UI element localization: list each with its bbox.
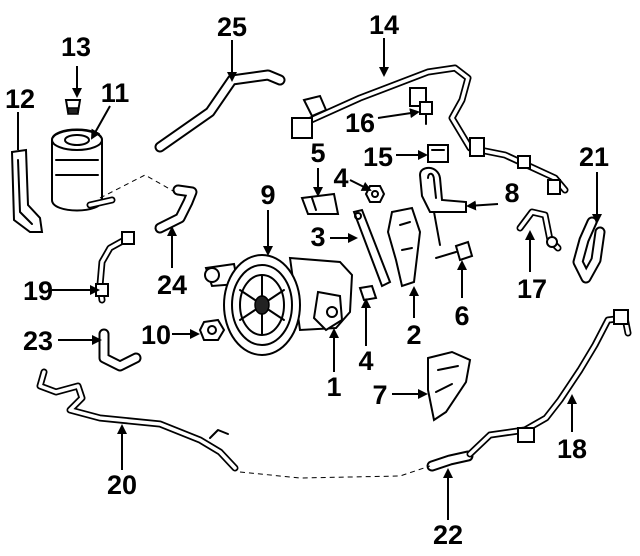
leader-lines <box>17 38 602 520</box>
reservoir-bracket-part-12 <box>10 148 44 233</box>
callout-labels: 12 13 11 25 14 16 15 5 4 9 8 3 21 17 19 … <box>5 10 609 550</box>
callout-18: 18 <box>557 434 587 464</box>
callout-15: 15 <box>363 142 393 172</box>
pressure-switch-part-16 <box>419 101 433 125</box>
callout-8: 8 <box>504 178 519 208</box>
return-hose-part-25 <box>154 69 286 153</box>
bracket-part-5 <box>300 192 340 215</box>
callout-13: 13 <box>61 32 91 62</box>
power-steering-pump-part-9 <box>204 254 354 356</box>
line-part-17 <box>516 208 562 252</box>
callout-17: 17 <box>517 274 547 304</box>
heat-shield-part-7 <box>427 350 472 422</box>
hose-part-23 <box>98 328 142 372</box>
hose-part-21 <box>572 216 606 284</box>
cooler-return-line-part-18 <box>466 309 632 458</box>
callout-25: 25 <box>217 12 247 42</box>
callout-12: 12 <box>5 84 35 114</box>
callout-20: 20 <box>107 470 137 500</box>
callout-11: 11 <box>101 78 130 108</box>
callout-10: 10 <box>141 320 171 350</box>
callout-21: 21 <box>579 142 609 172</box>
callout-5: 5 <box>310 138 325 168</box>
adjusting-bar-part-3 <box>352 208 392 288</box>
mounting-bracket-part-2 <box>386 206 422 288</box>
cooler-line-part-20 <box>36 368 239 472</box>
callout-3: 3 <box>310 222 325 252</box>
bolt-part-6 <box>435 240 474 262</box>
callout-2: 2 <box>406 320 421 350</box>
spacer-lower-part-4 <box>358 284 378 302</box>
reservoir-cap-part-13 <box>64 99 82 115</box>
callout-6: 6 <box>454 301 469 331</box>
callout-1: 1 <box>326 372 341 402</box>
bracket-part-8 <box>418 166 467 246</box>
hose-part-22 <box>426 450 474 472</box>
callout-23: 23 <box>23 326 53 356</box>
callout-19: 19 <box>23 276 53 306</box>
callout-7: 7 <box>372 380 387 410</box>
line-fitting-part-19 <box>95 231 135 304</box>
callout-4-lower: 4 <box>358 346 373 376</box>
pressure-line-part-14 <box>291 64 569 195</box>
callout-16: 16 <box>345 108 375 138</box>
reservoir-part-11 <box>51 128 116 212</box>
nut-part-10 <box>198 318 226 341</box>
callout-24: 24 <box>157 270 187 300</box>
reservoir-hose-part-24 <box>154 184 198 234</box>
callout-22: 22 <box>433 520 463 550</box>
callout-14: 14 <box>369 10 399 40</box>
dashed-connector-lines <box>99 174 431 479</box>
callout-4-upper: 4 <box>333 163 348 193</box>
callout-9: 9 <box>260 180 275 210</box>
clip-part-15 <box>427 144 449 163</box>
